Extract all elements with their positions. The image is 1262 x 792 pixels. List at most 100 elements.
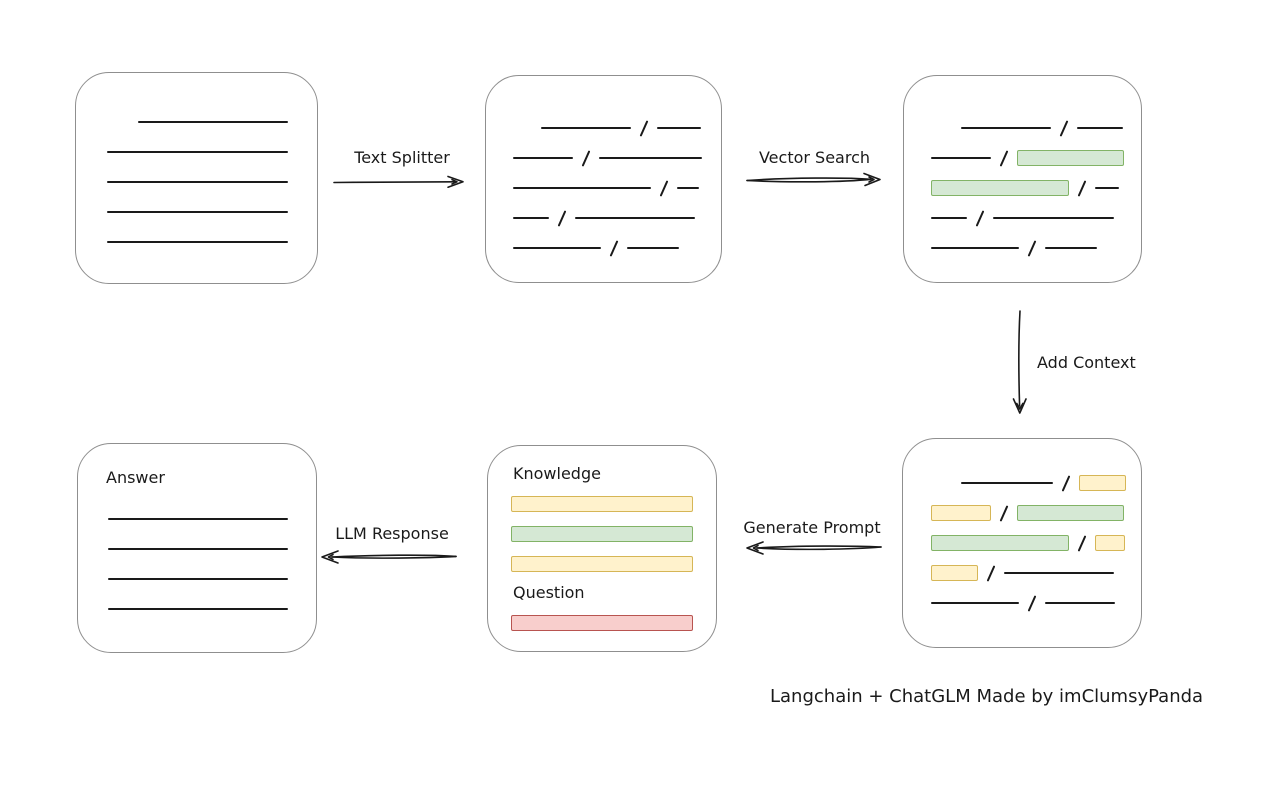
row <box>513 113 702 143</box>
answer-box: Answer <box>77 443 317 653</box>
row <box>931 498 1126 528</box>
text-line <box>108 578 288 580</box>
knowledge-label: Knowledge <box>513 464 601 483</box>
row <box>513 233 702 263</box>
context-chunks-rows <box>931 468 1126 618</box>
green-chunk <box>1017 505 1124 521</box>
text-line <box>931 602 1019 604</box>
context-chunks-box <box>902 438 1142 648</box>
text-line <box>513 157 573 159</box>
yellow-chunk <box>511 556 693 572</box>
row <box>513 203 702 233</box>
row <box>511 489 693 519</box>
slash-separator-icon <box>1059 119 1069 137</box>
row <box>107 227 288 257</box>
slash-separator-icon <box>975 209 985 227</box>
green-chunk <box>931 535 1069 551</box>
row <box>931 233 1124 263</box>
row <box>108 504 288 534</box>
text-line <box>931 157 991 159</box>
split-chunks-rows <box>513 113 702 263</box>
row <box>511 608 693 638</box>
slash-separator-icon <box>609 239 619 257</box>
row <box>107 197 288 227</box>
slash-separator-icon <box>999 504 1009 522</box>
slash-separator-icon <box>1027 239 1037 257</box>
text-line <box>1077 127 1123 129</box>
row <box>931 528 1126 558</box>
answer-lines <box>108 504 288 624</box>
text-line <box>627 247 679 249</box>
searched-chunks-rows <box>931 113 1124 263</box>
text-line <box>575 217 695 219</box>
text-line <box>108 608 288 610</box>
vector-search-label: Vector Search <box>758 148 871 167</box>
yellow-chunk <box>931 565 978 581</box>
answer-label: Answer <box>106 468 165 487</box>
text-line <box>931 247 1019 249</box>
question-label: Question <box>513 583 585 602</box>
row <box>107 167 288 197</box>
row <box>108 564 288 594</box>
slash-separator-icon <box>581 149 591 167</box>
text-line <box>513 217 549 219</box>
yellow-chunk <box>931 505 991 521</box>
row <box>931 588 1126 618</box>
searched-chunks-box <box>903 75 1142 283</box>
generate-prompt-label: Generate Prompt <box>743 518 881 537</box>
row <box>931 558 1126 588</box>
split-chunks-box <box>485 75 722 283</box>
yellow-chunk <box>1079 475 1126 491</box>
slash-separator-icon <box>1061 474 1071 492</box>
llm-response-label: LLM Response <box>335 524 449 543</box>
text-line <box>1045 602 1115 604</box>
text-line <box>657 127 701 129</box>
text-line <box>107 211 288 213</box>
text-line <box>513 247 601 249</box>
text-line <box>1045 247 1097 249</box>
slash-separator-icon <box>986 564 996 582</box>
row <box>513 173 702 203</box>
text-line <box>1095 187 1119 189</box>
green-chunk <box>1017 150 1124 166</box>
text-line <box>961 482 1053 484</box>
row <box>511 549 693 579</box>
slash-separator-icon <box>557 209 567 227</box>
text-splitter-arrow-icon <box>333 175 464 188</box>
row <box>931 468 1126 498</box>
row <box>107 107 288 137</box>
text-line <box>107 151 288 153</box>
text-splitter-label: Text Splitter <box>354 148 450 167</box>
text-line <box>961 127 1051 129</box>
row <box>511 519 693 549</box>
text-line <box>108 548 288 550</box>
yellow-chunk <box>511 496 693 512</box>
text-line <box>138 121 288 123</box>
text-line <box>107 241 288 243</box>
green-chunk <box>511 526 693 542</box>
generate-prompt-arrow-icon <box>746 541 882 555</box>
text-line <box>677 187 699 189</box>
slash-separator-icon <box>1077 179 1087 197</box>
text-line <box>1004 572 1114 574</box>
yellow-chunk <box>1095 535 1125 551</box>
text-line <box>108 518 288 520</box>
slash-separator-icon <box>1077 534 1087 552</box>
text-line <box>513 187 651 189</box>
row <box>931 173 1124 203</box>
text-line <box>107 181 288 183</box>
row <box>513 143 702 173</box>
red-chunk <box>511 615 693 631</box>
text-line <box>541 127 631 129</box>
row <box>107 137 288 167</box>
knowledge-bars <box>511 489 693 579</box>
add-context-label: Add Context <box>1037 353 1136 372</box>
text-line <box>993 217 1114 219</box>
add-context-arrow-icon <box>1012 310 1027 414</box>
green-chunk <box>931 180 1069 196</box>
document-box <box>75 72 318 284</box>
row <box>931 203 1124 233</box>
question-bar <box>511 608 693 638</box>
text-line <box>599 157 702 159</box>
